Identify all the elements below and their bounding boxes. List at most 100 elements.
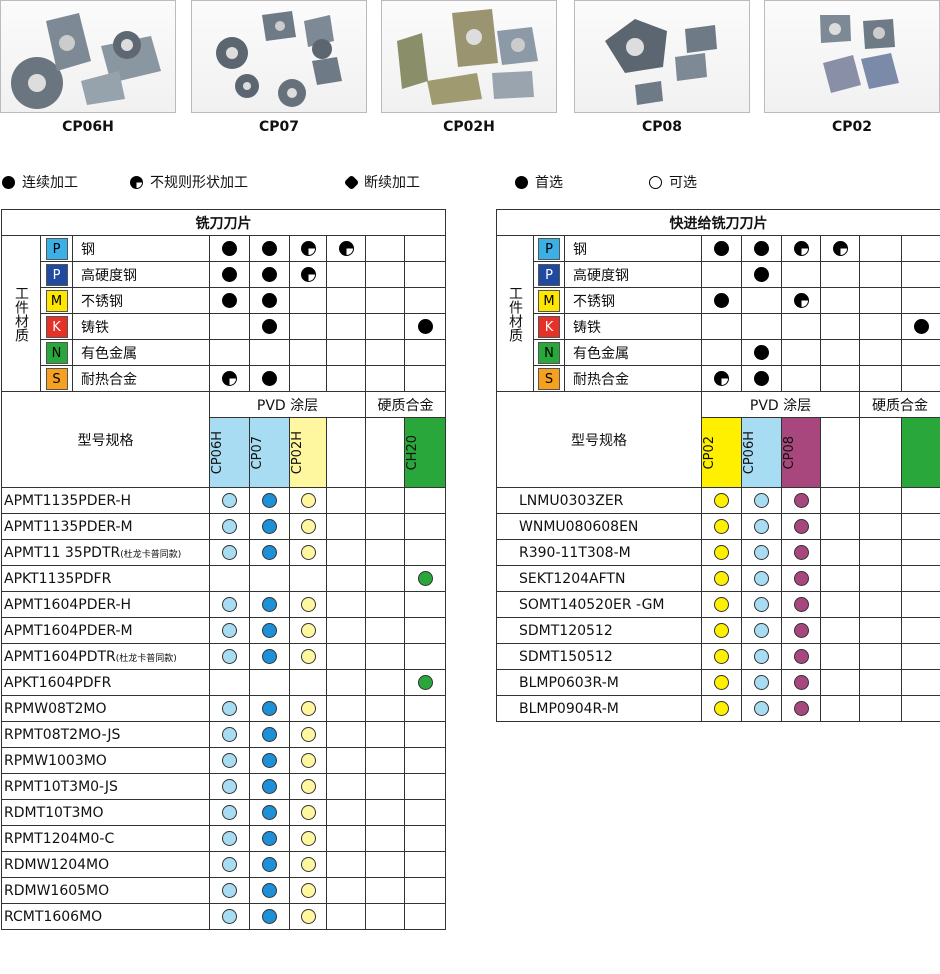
grade-dot-icon: [793, 623, 809, 638]
product-photo-cp02h: [381, 0, 557, 113]
grade-cell: [781, 617, 821, 644]
grade-name: CP06H: [742, 430, 757, 475]
grade-cell: [781, 695, 821, 722]
table-row: APMT1604PDTR(杜龙卡普同款): [1, 643, 447, 670]
grade-dot-icon: [262, 293, 277, 308]
grade-cell: [365, 851, 405, 878]
grade-cell: [249, 487, 290, 514]
grade-cell: [901, 695, 940, 722]
grade-cell: [209, 617, 250, 644]
material-code-badge: M: [538, 289, 560, 312]
legend-continuous: 连续加工: [2, 172, 78, 192]
grade-cell: [741, 695, 782, 722]
model-name: RPMW1003MO: [4, 752, 107, 769]
grade-dot-icon: [262, 909, 277, 924]
material-code-cell: K: [533, 313, 565, 340]
grade-cell: [209, 773, 250, 800]
grade-cell: [403, 747, 447, 774]
material-code-cell: S: [533, 365, 565, 392]
workpiece-label: 工件材质: [1, 235, 41, 392]
model-name-cell: APMT1135PDER-H: [1, 487, 210, 514]
grade-cell: [365, 261, 405, 288]
quarter-circle-icon: [130, 175, 143, 189]
grade-dot-icon: [262, 267, 277, 282]
pvd-label: PVD 涂层: [209, 391, 366, 418]
grade-cell: [741, 487, 782, 514]
model-name-cell: RPMT10T3M0-JS: [1, 773, 210, 800]
model-name: SDMT150512: [519, 648, 613, 665]
material-code-cell: M: [533, 287, 565, 314]
model-name-cell: BLMP0904R-M: [496, 695, 702, 722]
grade-header: CP02: [701, 417, 742, 488]
grade-cell: [901, 643, 940, 670]
grade-dot-icon: [754, 519, 769, 534]
grade-name: CP02: [702, 435, 717, 470]
grade-cell: [859, 591, 902, 618]
grade-cell: [403, 365, 447, 392]
grade-cell: [701, 235, 742, 262]
grade-cell: [741, 617, 782, 644]
grade-name: CP08: [782, 435, 797, 470]
grade-cell: [820, 617, 860, 644]
grade-cell: [289, 825, 327, 852]
grade-cell: [249, 747, 290, 774]
grade-dot-icon: [754, 345, 769, 360]
grade-cell: [859, 339, 902, 366]
grade-cell: [859, 261, 902, 288]
grade-cell: [403, 513, 447, 540]
grade-dot-icon: [262, 623, 277, 638]
insert-image: [216, 11, 342, 107]
legend-label: 可选: [669, 175, 697, 191]
grade-cell: [403, 591, 447, 618]
grade-cell: [326, 643, 366, 670]
table-row: RDMT10T3MO: [1, 799, 447, 826]
filled-circle-icon: [515, 175, 528, 189]
grade-dot-icon: [754, 597, 769, 612]
grade-dot-icon: [262, 319, 277, 334]
grade-cell: [326, 235, 366, 262]
grade-dot-icon: [754, 545, 769, 560]
material-code-badge: S: [538, 367, 560, 390]
material-code-cell: N: [40, 339, 73, 366]
grade-header: [326, 417, 366, 488]
grade-dot-icon: [300, 241, 316, 256]
model-name: LNMU0303ZER: [519, 492, 624, 509]
grade-dot-icon: [714, 293, 729, 308]
grade-cell: [326, 565, 366, 592]
grade-header: CP06H: [209, 417, 250, 488]
grade-cell: [403, 261, 447, 288]
grade-cell: [326, 365, 366, 392]
table-row: APMT1135PDER-H: [1, 487, 447, 514]
grade-cell: [289, 669, 327, 696]
model-name: APMT1135PDER-H: [4, 492, 132, 509]
model-name: SOMT140520ER -GM: [519, 596, 665, 613]
model-name: RDMW1605MO: [4, 882, 110, 899]
grade-dot-icon: [754, 571, 769, 586]
model-name: APKT1135PDFR: [4, 570, 112, 587]
grade-cell: [365, 695, 405, 722]
insert-image: [397, 9, 538, 105]
grade-dot-icon: [262, 727, 277, 742]
table-row: RPMT10T3M0-JS: [1, 773, 447, 800]
table-row: SDMT150512: [496, 643, 940, 670]
model-name-cell: APMT1604PDTR(杜龙卡普同款): [1, 643, 210, 670]
grade-cell: [289, 513, 327, 540]
grade-cell: [249, 799, 290, 826]
grade-cell: [326, 591, 366, 618]
grade-cell: [249, 721, 290, 748]
model-name: APMT1604PDTR: [4, 648, 116, 665]
open-circle-icon: [649, 175, 662, 189]
grade-cell: [326, 313, 366, 340]
grade-cell: [901, 339, 940, 366]
grade-header: [820, 417, 860, 488]
grade-cell: [326, 721, 366, 748]
material-code-badge: P: [538, 237, 560, 260]
table-row: RPMT1204M0-C: [1, 825, 447, 852]
